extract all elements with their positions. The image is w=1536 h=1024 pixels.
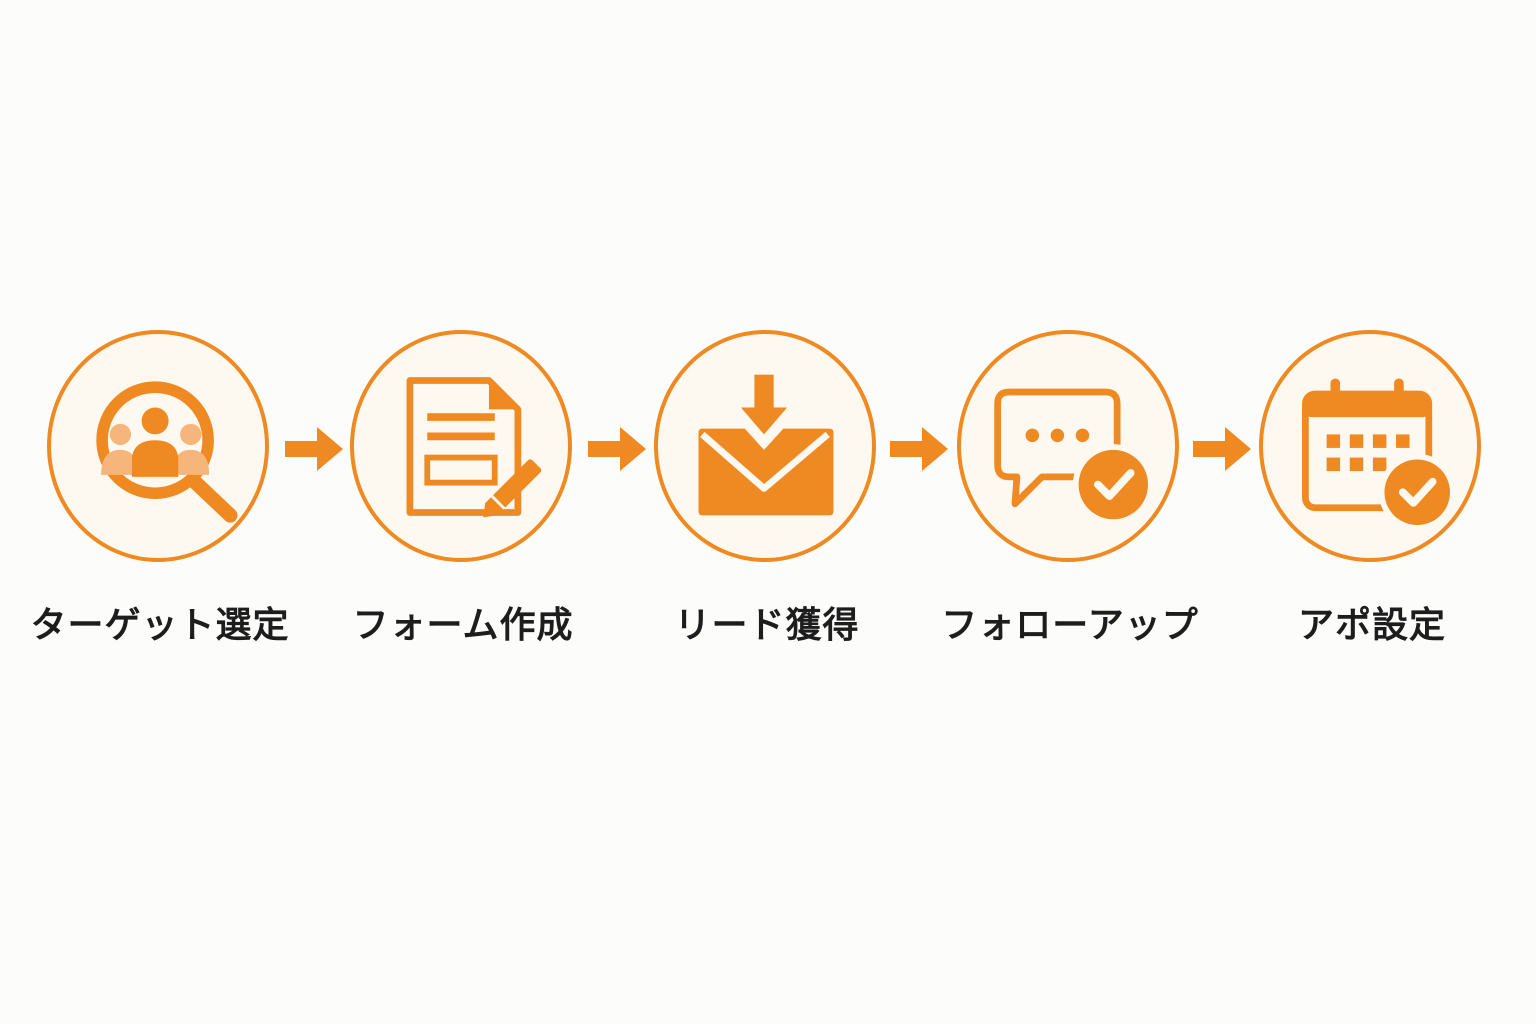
arrow-right-icon (285, 427, 343, 471)
step-circle (47, 330, 269, 562)
step-appointment-setting: アポ設定 (1222, 330, 1522, 650)
arrow-right-icon (588, 427, 646, 471)
step-lead-acquisition: リード獲得 (617, 330, 917, 650)
step-label: ターゲット選定 (30, 605, 290, 646)
step-label: リード獲得 (674, 605, 860, 646)
step-label: フォローアップ (941, 605, 1199, 646)
step-circle (350, 330, 572, 562)
document-pencil-icon (406, 377, 542, 518)
envelope-download-icon (698, 374, 834, 516)
step-circle (1259, 330, 1481, 562)
step-label: フォーム作成 (352, 605, 574, 646)
step-circle (957, 330, 1179, 562)
arrow-right-icon (1193, 427, 1251, 471)
step-form-creation: フォーム作成 (313, 330, 613, 650)
magnifier-people-icon (96, 381, 238, 523)
step-target-selection: ターゲット選定 (10, 330, 310, 650)
arrow-right-icon (890, 427, 948, 471)
calendar-check-icon (1302, 378, 1456, 531)
step-follow-up: フォローアップ (920, 330, 1220, 650)
step-label: アポ設定 (1297, 605, 1446, 646)
chat-check-icon (994, 388, 1154, 526)
step-circle (654, 330, 876, 562)
